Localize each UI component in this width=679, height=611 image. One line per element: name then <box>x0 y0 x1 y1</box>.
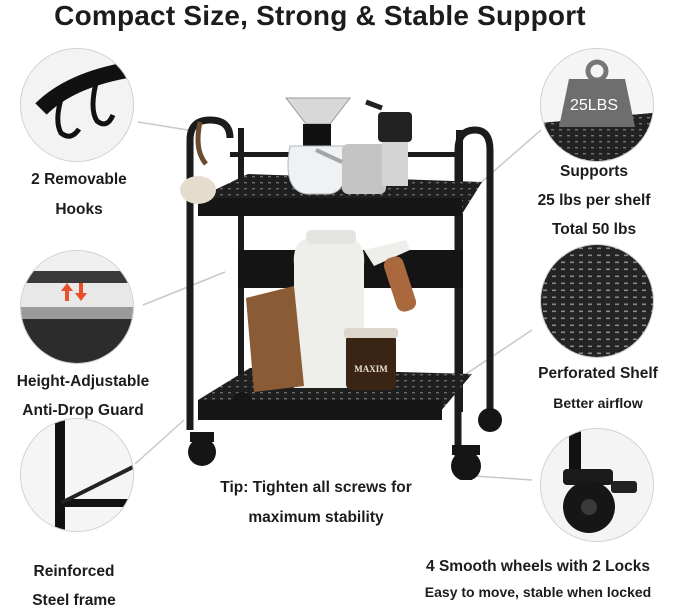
down-arrow-icon <box>75 283 87 301</box>
shelf-detail-circle <box>540 244 654 358</box>
shelf-sublabel: Better airflow <box>553 395 643 411</box>
page-title: Compact Size, Strong & Stable Support <box>54 0 586 31</box>
wheels-detail-circle <box>540 428 654 542</box>
hooks-detail-circle <box>20 48 134 162</box>
jar-brand-label: MAXIM <box>354 364 388 374</box>
guard-label: Height-Adjustable Anti-Drop Guard <box>16 373 150 419</box>
tip-text: Tip: Tighten all screws for maximum stab… <box>220 479 412 526</box>
up-arrow-icon <box>61 283 73 301</box>
guard-detail-circle <box>20 250 134 364</box>
supports-detail-circle <box>540 48 654 162</box>
frame-detail-circle <box>20 418 134 532</box>
supports-label: Supports 25 lbs per shelf Total 50 lbs <box>537 163 651 238</box>
weight-icon <box>559 79 635 127</box>
wheels-label: 4 Smooth wheels with 2 Locks <box>426 558 650 575</box>
product-cart-illustration: MAXIM <box>180 97 502 480</box>
weight-label: 25LBS <box>569 97 619 114</box>
frame-label: Reinforced Steel frame <box>32 563 116 609</box>
wheels-sublabel: Easy to move, stable when locked <box>424 584 652 600</box>
lock-pedal-icon <box>611 481 637 493</box>
hooks-label: 2 Removable Hooks <box>31 171 127 218</box>
shelf-label: Perforated Shelf <box>538 365 658 382</box>
